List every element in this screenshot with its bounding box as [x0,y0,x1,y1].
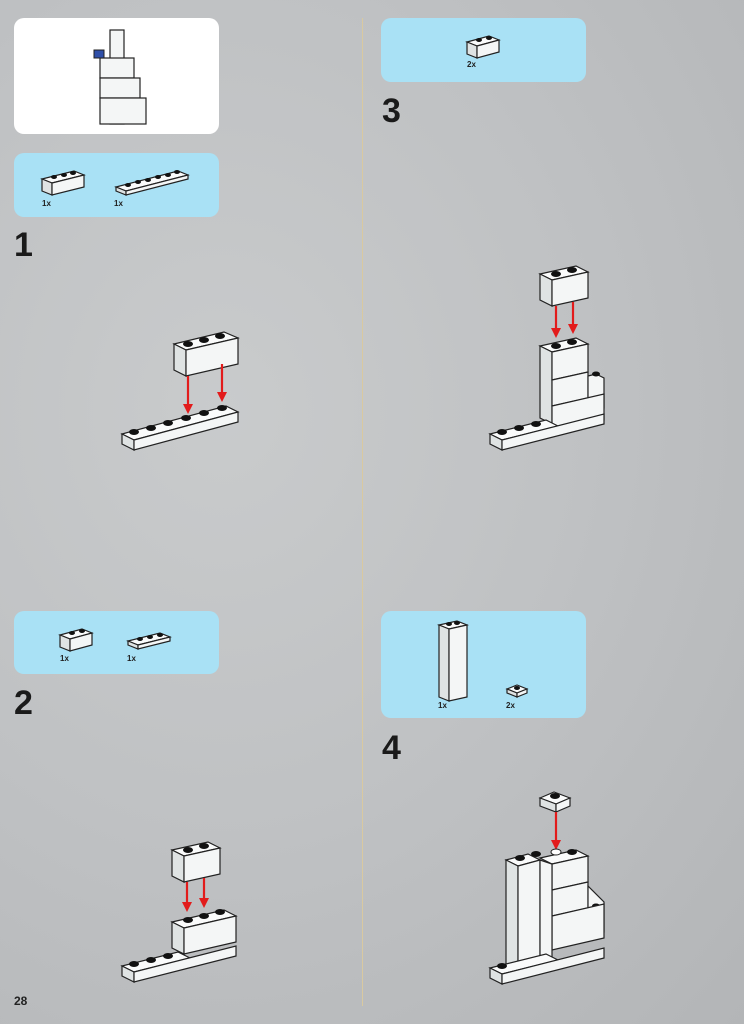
step2-number: 2 [14,684,33,722]
step1-part2-qty: 1x [114,199,123,208]
step4-build-diagram [488,791,605,985]
brick-1x2-icon [465,35,501,59]
step2-build-diagram [120,841,238,983]
brick-1x3-icon [40,170,86,196]
assembly-preview-icon [93,29,147,125]
step4-number: 4 [382,729,401,767]
step2-part1-qty: 1x [60,654,69,663]
step1-build-diagram [120,331,240,451]
plate-1x3-icon [126,632,172,650]
step2-parts-panel: 1x 1x [14,611,219,674]
step3-build-diagram [488,265,605,451]
step4-parts-panel: 1x 2x [381,611,586,718]
brick-1x1x5-icon [436,620,470,702]
step4-part2-qty: 2x [506,701,515,710]
plate-1x1-icon [505,684,529,698]
step3-part1-qty: 2x [467,60,476,69]
step2-part2-qty: 1x [127,654,136,663]
plate-1x6-icon [114,170,190,196]
overview-panel [14,18,219,134]
step3-parts-panel: 2x [381,18,586,82]
step4-part1-qty: 1x [438,701,447,710]
step3-number: 3 [382,92,401,130]
brick-1x2-icon [58,628,94,652]
step1-parts-panel: 1x 1x [14,153,219,217]
column-divider [362,18,363,1006]
step1-part1-qty: 1x [42,199,51,208]
step1-number: 1 [14,226,33,264]
page-number: 28 [14,994,28,1008]
